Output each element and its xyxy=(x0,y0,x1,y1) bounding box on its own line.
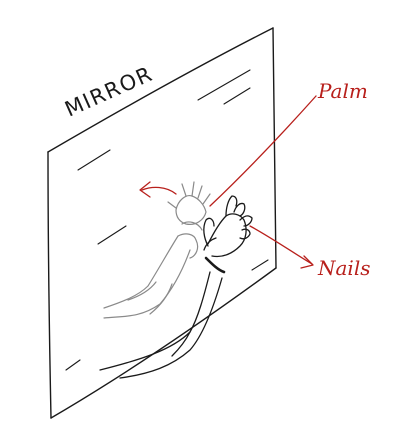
reflected-fingers xyxy=(167,181,211,209)
mirror-direction-arrowhead xyxy=(139,181,151,198)
real-arm-upper-outline xyxy=(99,271,211,371)
mirror-label: MIRROR xyxy=(61,62,156,122)
palm-leader-line xyxy=(209,95,317,207)
reflected-arm-upper-outline xyxy=(103,235,179,309)
real-arm xyxy=(99,195,253,379)
real-arm-shading xyxy=(171,331,191,357)
reflected-arm xyxy=(103,181,211,319)
annotations xyxy=(139,95,317,269)
nails-leader-line xyxy=(249,225,313,265)
reflected-elbow xyxy=(177,233,199,259)
highlight-mid-left xyxy=(97,225,127,245)
mirror-frame xyxy=(47,27,277,419)
nails-label: Nails xyxy=(317,256,370,280)
wristband xyxy=(204,256,226,274)
mirror-left-edge xyxy=(47,151,52,419)
highlight-top-right-1 xyxy=(197,69,251,101)
reflected-arm-lower-outline xyxy=(103,249,191,319)
mirror-top-edge xyxy=(47,27,274,153)
highlight-right-edge xyxy=(251,259,269,271)
reflected-arm-inner-1 xyxy=(127,281,157,301)
reflected-palm xyxy=(175,195,207,225)
mirror-bottom-edge xyxy=(50,267,277,419)
reflected-arm-inner-2 xyxy=(149,283,173,315)
real-arm-lower-outline xyxy=(119,277,223,379)
highlight-upper-left xyxy=(77,149,111,171)
real-thumb xyxy=(203,217,215,247)
highlight-bottom-left xyxy=(65,359,81,371)
real-hand-back xyxy=(207,213,247,258)
highlight-top-right-2 xyxy=(223,87,251,105)
nails-leader-arrowhead xyxy=(300,255,314,269)
real-fingers xyxy=(225,195,253,240)
glass-highlights xyxy=(65,69,269,371)
mirror-right-edge xyxy=(272,27,277,269)
mirror-direction-arrow xyxy=(141,186,177,195)
palm-label: Palm xyxy=(317,79,368,103)
